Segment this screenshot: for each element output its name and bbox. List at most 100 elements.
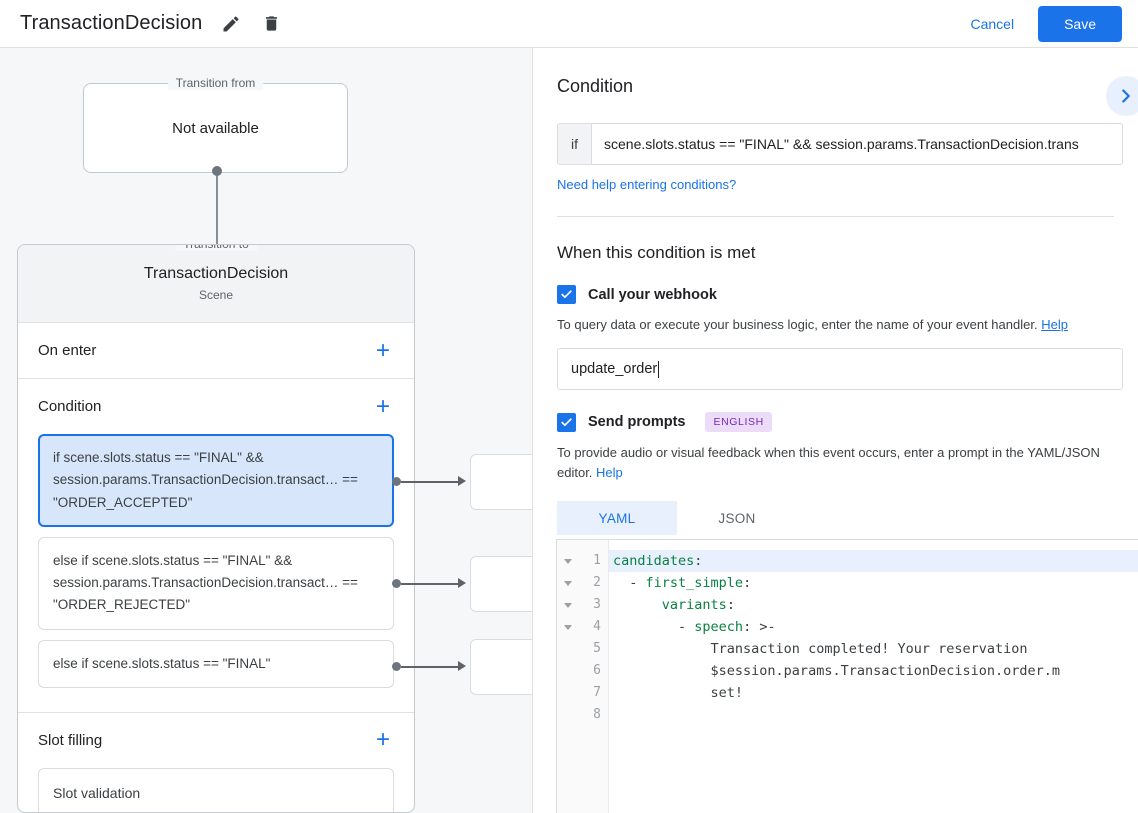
code-fold-toggle-icon[interactable] [557,572,579,594]
call-webhook-label: Call your webhook [588,286,717,303]
section-label-slot-filling: Slot filling [38,731,103,749]
code-fold-gutter [557,540,579,813]
code-text-token: : [726,597,735,613]
transition-to-subtitle: Scene [198,288,234,302]
send-prompts-description: To provide audio or visual feedback when… [557,443,1114,483]
chevron-right-icon[interactable] [1106,76,1138,116]
section-label-on-enter: On enter [38,342,97,359]
call-webhook-help-link[interactable]: Help [1041,317,1068,332]
code-line[interactable]: Transaction completed! Your reservation [609,638,1138,660]
code-fold-toggle-icon[interactable] [557,616,579,638]
code-text-token: - [613,575,646,591]
transition-from-card[interactable]: Transition from Not available [83,76,348,173]
code-text-token: : [694,553,703,569]
code-line-number: 1 [593,553,601,568]
code-content[interactable]: candidates: - first_simple: variants: - … [609,540,1138,813]
send-prompts-help-link[interactable]: Help [596,465,623,481]
edge-dot [392,579,401,588]
cancel-button[interactable]: Cancel [956,8,1028,40]
code-fold-toggle-icon[interactable] [557,594,579,616]
transition-to-title: TransactionDecision [143,265,289,282]
code-line[interactable]: - first_simple: [609,572,1138,594]
code-text-token [613,597,662,613]
section-slot-filling: Slot filling + Slot validation [18,713,414,812]
code-key-token: first_simple [645,575,744,591]
text-caret [658,360,660,378]
code-fold-spacer [557,660,579,682]
panel-divider [557,216,1114,217]
pencil-icon[interactable] [220,13,242,35]
code-key-token: speech [694,619,744,635]
condition-panel-title: Condition [557,76,634,96]
code-fold-spacer [557,682,579,704]
code-fold-spacer [557,638,579,660]
condition-help-link[interactable]: Need help entering conditions? [557,177,737,192]
add-on-enter-plus-icon[interactable]: + [375,336,390,364]
scene-graph-canvas[interactable]: Transition from Not available Transition… [0,48,532,813]
editor-format-tabs: YAML JSON [557,501,1114,536]
code-line-number: 5 [593,641,601,656]
edge-dot [392,662,401,671]
condition-card-selected[interactable]: if scene.slots.status == "FINAL" && sess… [38,434,394,527]
save-button[interactable]: Save [1038,6,1122,42]
send-prompts-checkbox[interactable] [557,412,576,432]
section-on-enter: On enter + [18,323,414,379]
code-line-number: 6 [593,663,601,678]
top-app-bar: TransactionDecision Cancel Save [0,0,1138,48]
edge-dot [392,477,401,486]
code-text-token: : [743,575,752,591]
transition-to-legend: Transition to [175,245,257,251]
target-node-card[interactable] [470,556,532,612]
code-line-number: 7 [593,685,601,700]
call-webhook-checkbox[interactable] [557,285,576,304]
code-line[interactable] [609,704,1138,726]
code-line[interactable]: candidates: [609,550,1138,572]
send-prompts-label: Send prompts [588,414,686,431]
tab-json[interactable]: JSON [718,510,756,526]
code-line[interactable]: $session.params.TransactionDecision.orde… [609,660,1138,682]
condition-card[interactable]: else if scene.slots.status == "FINAL" [38,639,394,688]
add-slot-filling-plus-icon[interactable]: + [375,726,390,754]
condition-expression-input[interactable]: scene.slots.status == "FINAL" && session… [604,136,1079,152]
when-condition-met-section: When this condition is met Call your web… [533,217,1138,536]
code-text-token: $session.params.TransactionDecision.orde… [613,663,1061,679]
code-text-token: : >- [743,619,776,635]
code-line-number: 2 [593,575,601,590]
event-handler-input[interactable]: update_order [557,348,1123,391]
target-node-card[interactable] [470,454,532,510]
transition-to-card[interactable]: Transition to TransactionDecision Scene … [17,244,415,813]
page-title: TransactionDecision [20,12,203,34]
code-line-number: 8 [593,707,601,722]
code-line[interactable]: - speech: >- [609,616,1138,638]
slot-validation-card[interactable]: Slot validation [38,767,394,812]
yaml-code-editor[interactable]: 1 2 3 4 5 6 7 8 candidates: - first_simple: var… [556,539,1138,813]
trash-icon[interactable] [260,13,282,35]
code-key-token: candidates [613,553,695,569]
code-text-token: Transaction completed! Your reservation [613,641,1028,657]
code-line-number: 4 [593,619,601,634]
call-webhook-description: To query data or execute your business l… [557,315,1114,335]
section-label-condition: Condition [38,398,102,415]
code-line-number: 3 [593,597,601,612]
code-line[interactable]: set! [609,682,1138,704]
target-node-card[interactable] [470,639,532,695]
language-badge: ENGLISH [705,412,772,433]
transition-from-value: Not available [172,119,259,137]
condition-if-label: if [558,124,592,164]
tab-yaml[interactable]: YAML [557,501,677,536]
code-fold-toggle-icon[interactable] [557,550,579,572]
transition-to-header: TransactionDecision Scene [18,245,414,323]
section-condition: Condition + if scene.slots.status == "FI… [18,379,414,713]
code-line[interactable]: variants: [609,594,1138,616]
call-webhook-description-text: To query data or execute your business l… [557,317,1038,332]
send-prompts-description-text: To provide audio or visual feedback when… [557,445,1100,481]
transition-from-legend: Transition from [167,76,264,90]
code-fold-spacer [557,704,579,726]
event-handler-value: update_order [571,361,658,378]
code-key-token: variants [661,597,727,613]
condition-input-row[interactable]: if scene.slots.status == "FINAL" && sess… [557,123,1123,165]
code-text-token: set! [613,685,744,701]
code-line-numbers: 1 2 3 4 5 6 7 8 [579,540,609,813]
condition-card[interactable]: else if scene.slots.status == "FINAL" &&… [38,536,394,630]
add-condition-plus-icon[interactable]: + [375,392,390,420]
